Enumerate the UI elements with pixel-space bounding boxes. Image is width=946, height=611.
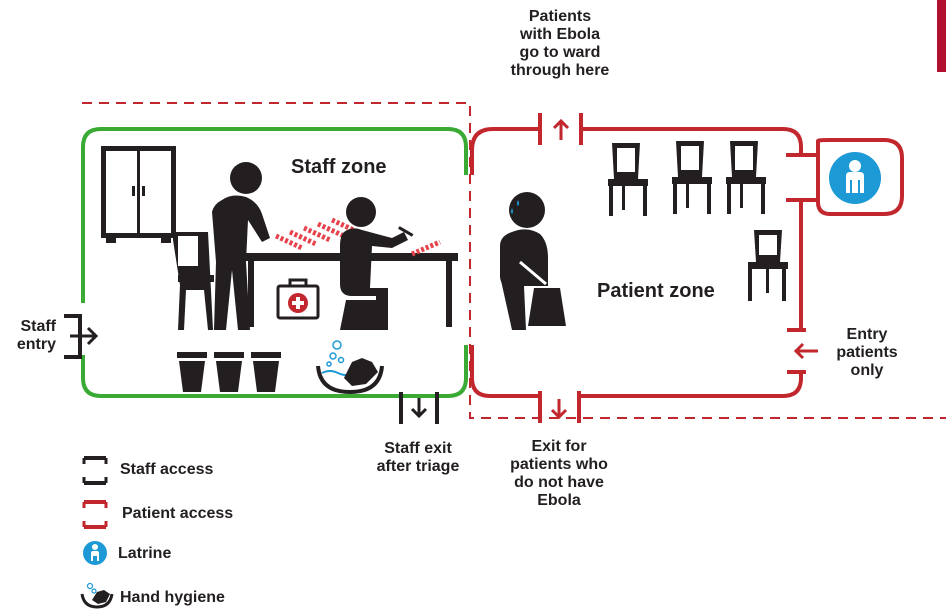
patient-stool-icon — [528, 288, 566, 326]
staff-exit-line-2: after triage — [376, 458, 460, 475]
patient-chairs-icon — [608, 141, 788, 301]
dashed-boundary — [82, 102, 946, 419]
patient-entry-line-1: Entry — [846, 326, 888, 343]
staff-exit-label: Staff exit after triage — [360, 440, 476, 476]
patient-zone-title: Patient zone — [597, 280, 715, 302]
sick-patient-icon — [500, 192, 548, 330]
latrine-icon — [829, 152, 881, 204]
staff-entry-label: Staff entry — [4, 318, 56, 354]
non-ebola-exit-door — [538, 391, 581, 423]
non-ebola-exit-label: Exit for patients who do not have Ebola — [494, 438, 624, 510]
sample-tubes-icon — [274, 217, 441, 257]
legend-patient-access-text: Patient access — [122, 505, 234, 522]
staff-stool-icon — [340, 300, 388, 330]
staff-exit-line-1: Staff exit — [384, 440, 452, 457]
legend-latrine-icon — [83, 541, 107, 565]
staff-entry-line-2: entry — [16, 336, 56, 353]
ebola-ward-door — [538, 113, 583, 145]
hand-hygiene-icon — [316, 340, 384, 395]
legend-patient-access-icon — [82, 500, 108, 529]
seated-staff-icon — [340, 197, 414, 330]
page-marker — [937, 0, 946, 72]
staff-entry-line-1: Staff — [20, 318, 56, 335]
ebola-ward-line-2: with Ebola — [520, 26, 600, 43]
non-ebola-exit-line-4: Ebola — [537, 492, 581, 509]
patient-zone-outline — [470, 127, 803, 398]
standing-staff-icon — [212, 162, 270, 330]
non-ebola-exit-line-1: Exit for — [531, 438, 587, 455]
ebola-ward-line-4: through here — [510, 62, 610, 79]
non-ebola-exit-line-2: patients who — [510, 456, 608, 473]
cabinet-icon — [101, 146, 176, 243]
patient-entry-line-2: patients — [836, 344, 898, 361]
ebola-ward-label: Patients with Ebola go to ward through h… — [490, 8, 630, 80]
legend-staff-access-icon — [82, 456, 108, 485]
latrine-room — [786, 138, 904, 216]
patient-entry-door — [787, 328, 818, 374]
legend-staff-access-text: Staff access — [120, 461, 214, 478]
staff-chair-icon — [173, 232, 214, 330]
staff-zone-title: Staff zone — [291, 156, 387, 178]
staff-exit-door — [399, 392, 439, 424]
staff-entry-door — [64, 314, 99, 359]
ebola-ward-line-1: Patients — [528, 8, 592, 25]
waste-bins-icon — [177, 352, 281, 392]
patient-entry-label: Entry patients only — [824, 326, 910, 380]
patient-entry-line-3: only — [850, 362, 884, 379]
first-aid-kit-icon — [276, 278, 320, 320]
non-ebola-exit-line-3: do not have — [514, 474, 604, 491]
ebola-ward-line-3: go to ward — [519, 44, 601, 61]
staff-zone-outline — [81, 127, 468, 398]
legend-latrine-text: Latrine — [118, 545, 172, 562]
legend-hand-hygiene-icon — [80, 582, 114, 609]
legend-hand-hygiene-text: Hand hygiene — [120, 589, 225, 606]
